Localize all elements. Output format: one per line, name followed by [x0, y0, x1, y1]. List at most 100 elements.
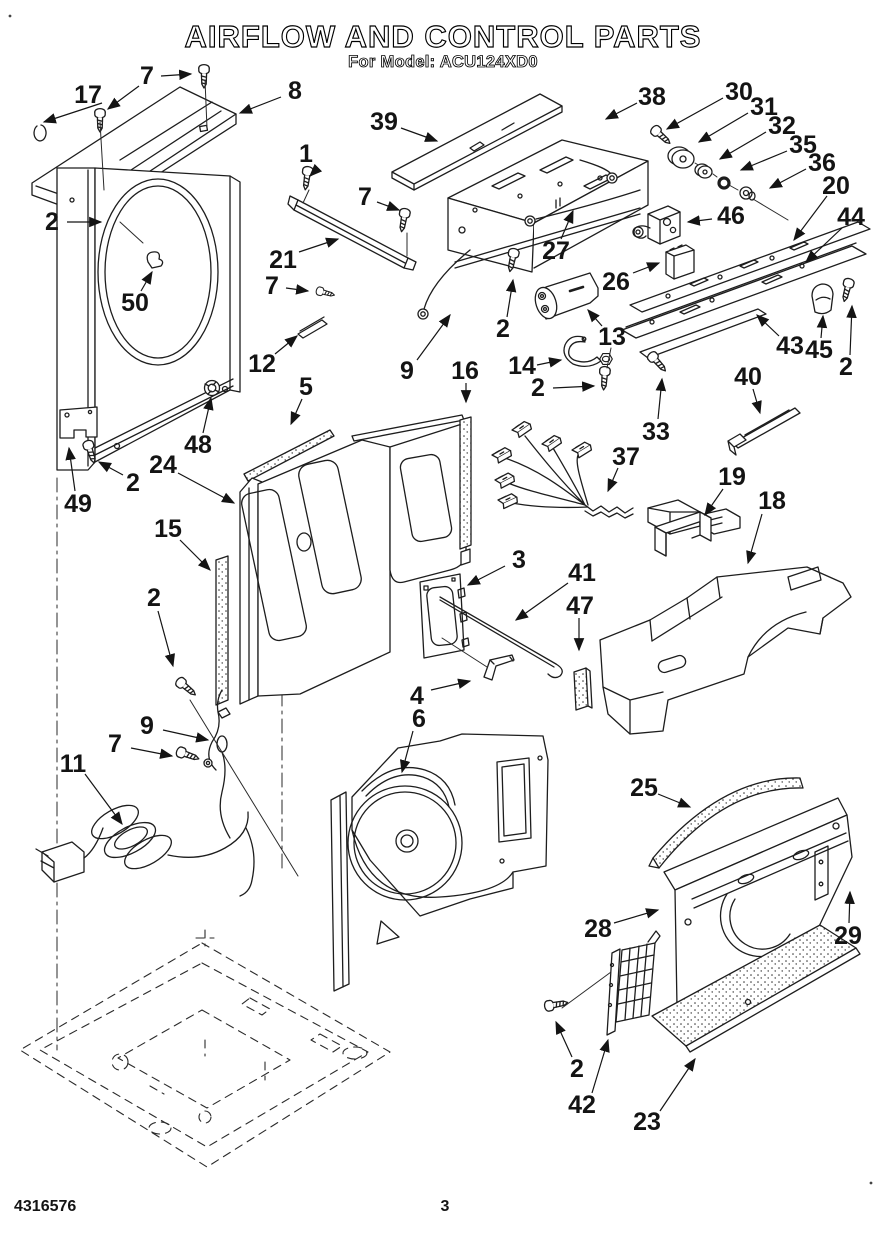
callout-label-16: 16	[451, 357, 479, 385]
callout-label-9: 9	[140, 712, 154, 740]
callout-label-24: 24	[149, 451, 177, 479]
part-wire-leads-27	[417, 159, 641, 320]
leader-arrow-2	[505, 278, 517, 318]
part-clip-50	[146, 251, 164, 269]
callout-label-14: 14	[508, 352, 536, 380]
callout-label-50: 50	[121, 289, 149, 317]
part-base-pan-phantom	[19, 929, 391, 1168]
callout-label-19: 19	[718, 463, 746, 491]
callout-label-33: 33	[642, 418, 670, 446]
part-insulation-23	[651, 924, 861, 1053]
part-push-nut-48	[203, 379, 221, 397]
leader-arrow-40	[751, 388, 762, 415]
callout-label-2: 2	[496, 315, 510, 343]
part-link-rod-41	[439, 596, 563, 679]
callout-label-38: 38	[638, 83, 666, 111]
leader-arrow-7	[285, 284, 310, 295]
leader-arrow-41	[514, 582, 569, 621]
page-title: AIRFLOW AND CONTROL PARTS	[185, 19, 702, 54]
leader-arrow-20	[793, 195, 828, 242]
part-screw-2m	[173, 675, 200, 700]
part-washer-35	[717, 176, 731, 190]
leader-arrow-28	[613, 908, 660, 924]
leader-arrow-19	[704, 488, 724, 517]
leader-arrow-12	[274, 335, 299, 355]
callout-label-35: 35	[789, 131, 817, 159]
leader-arrow-2	[555, 1020, 573, 1058]
part-rail-21	[287, 195, 417, 271]
leader-arrow-2	[157, 610, 175, 668]
leader-arrow-7	[376, 200, 401, 211]
callout-label-23: 23	[633, 1108, 661, 1136]
callout-label-17: 17	[74, 81, 102, 109]
part-gasket-strip-16	[459, 416, 472, 566]
part-switch-26	[665, 244, 695, 280]
part-screw-33	[645, 349, 670, 375]
leader-arrow-9	[162, 729, 210, 743]
callout-label-46: 46	[717, 202, 745, 230]
part-air-duct-18	[599, 566, 852, 735]
part-bracket-49	[59, 406, 98, 439]
leader-arrow-13	[587, 309, 603, 327]
leader-arrow-44	[805, 227, 843, 263]
callout-label-11: 11	[60, 750, 87, 778]
leader-arrow-50	[140, 270, 153, 292]
leader-arrow-23	[659, 1057, 696, 1112]
part-front-panel-28	[663, 797, 853, 1008]
leader-arrow-30	[665, 97, 724, 130]
part-duct-channel-19	[654, 511, 712, 557]
leader-arrow-31	[697, 112, 749, 143]
part-motor-hardware-stack	[667, 146, 789, 221]
part-control-panel-rails	[621, 221, 871, 359]
part-side-shroud-panel	[56, 167, 241, 471]
leader-arrow-17	[42, 102, 103, 124]
part-rail-20	[629, 221, 871, 313]
callout-label-48: 48	[184, 431, 212, 459]
leader-arrow-2	[552, 381, 596, 392]
model-subtitle: For Model: ACU124XD0	[348, 53, 538, 71]
leader-arrow-42	[591, 1038, 610, 1094]
part-filter-grille-42	[606, 930, 661, 1036]
part-nut-13	[599, 353, 613, 365]
callout-label-45: 45	[805, 336, 833, 364]
leader-arrow-37	[607, 467, 619, 493]
callout-label-37: 37	[612, 443, 640, 471]
leader-arrow-39	[400, 127, 439, 142]
leader-arrow-21	[298, 237, 340, 253]
leader-arrow-48	[202, 396, 214, 434]
part-knob-45	[811, 283, 834, 315]
leader-arrow-9	[416, 313, 451, 361]
part-strip-40	[727, 407, 801, 456]
part-gasket-strip-15	[215, 555, 229, 706]
diagram-artwork	[19, 63, 871, 1168]
callout-label-2: 2	[839, 353, 853, 381]
callout-label-12: 12	[248, 350, 276, 378]
part-capacitor	[534, 272, 599, 320]
part-wires-9	[203, 689, 231, 771]
leader-arrow-45	[816, 314, 828, 339]
leader-arrow-15	[179, 539, 211, 571]
callout-label-13: 13	[598, 323, 626, 351]
leader-arrow-29	[844, 890, 855, 924]
part-screw-7b	[198, 63, 210, 89]
callout-label-2: 2	[531, 374, 545, 402]
callout-label-2: 2	[570, 1055, 584, 1083]
leader-arrow-24	[177, 472, 236, 504]
leader-arrow-49	[65, 446, 76, 492]
callout-label-7: 7	[265, 272, 279, 300]
callout-label-47: 47	[566, 592, 594, 620]
part-channel-39	[391, 93, 563, 191]
part-fan-scroll-6	[330, 733, 549, 992]
document-number: 4316576	[14, 1198, 76, 1215]
leader-arrow-8	[238, 96, 282, 114]
corner-mark-top-left	[8, 14, 12, 18]
part-partition-panel-24	[239, 423, 467, 705]
callout-label-7: 7	[140, 62, 154, 90]
part-screw-7d	[314, 285, 337, 300]
callout-label-36: 36	[808, 149, 836, 177]
leader-arrow-43	[756, 314, 780, 337]
leader-arrow-2	[97, 461, 124, 476]
callout-label-49: 49	[64, 490, 92, 518]
